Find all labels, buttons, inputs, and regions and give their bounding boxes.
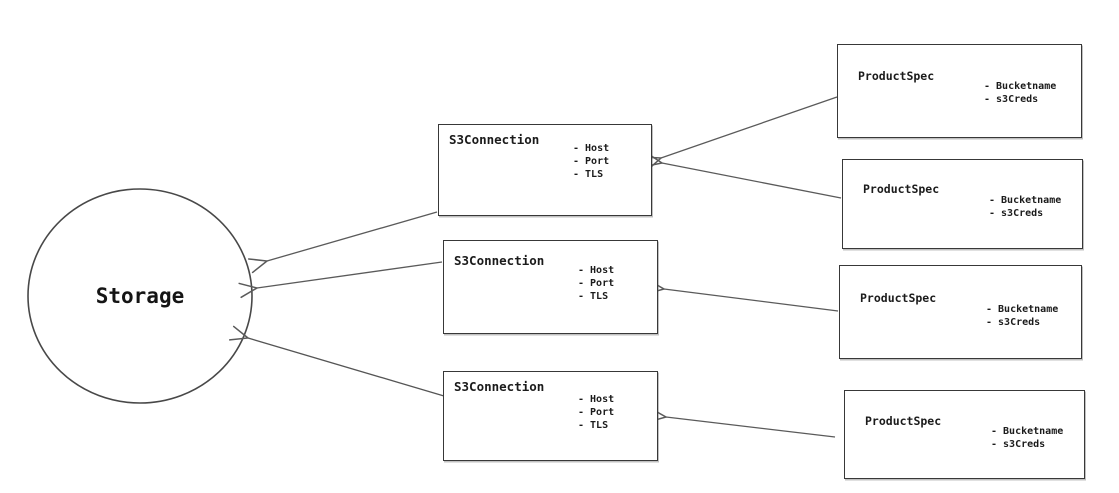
attribute-line: - s3Creds	[986, 317, 1041, 328]
arrow-product-spec-2-to-s3-connection-1[interactable]	[643, 152, 842, 199]
node-attributes: - Host - Port - TLS	[578, 393, 614, 432]
attribute-line: - Bucketname	[986, 304, 1059, 315]
node-attributes: - Host - Port - TLS	[573, 142, 609, 181]
node-product-spec-3[interactable]: ProductSpec - Bucketname - s3Creds	[839, 265, 1082, 359]
arrow-product-spec-1-to-s3-connection-1[interactable]	[641, 96, 838, 171]
attribute-line: - Port	[578, 278, 615, 289]
node-attributes: - Host - Port - TLS	[578, 264, 614, 303]
attribute-line: - Host	[573, 143, 610, 154]
node-title: ProductSpec	[858, 69, 935, 83]
node-product-spec-2[interactable]: ProductSpec - Bucketname - s3Creds	[842, 159, 1083, 249]
node-title: ProductSpec	[865, 414, 942, 428]
node-s3-connection-3[interactable]: S3Connection - Host - Port - TLS	[443, 371, 658, 461]
node-attributes: - Bucketname - s3Creds	[984, 80, 1056, 106]
arrow-s3-connection-2-to-storage[interactable]	[238, 261, 443, 299]
node-attributes: - Bucketname - s3Creds	[986, 303, 1058, 329]
node-title: S3Connection	[454, 379, 545, 394]
node-s3-connection-2[interactable]: S3Connection - Host - Port - TLS	[443, 240, 658, 334]
node-title: ProductSpec	[863, 182, 940, 196]
attribute-line: - TLS	[573, 169, 604, 180]
attribute-line: - Host	[578, 394, 615, 405]
node-title: S3Connection	[449, 132, 540, 147]
arrow-s3-connection-3-to-storage[interactable]	[228, 325, 445, 397]
attribute-line: - Port	[573, 156, 610, 167]
node-attributes: - Bucketname - s3Creds	[989, 194, 1061, 220]
storage-circle[interactable]	[27, 188, 253, 404]
attribute-line: - TLS	[578, 291, 609, 302]
arrow-s3-connection-1-to-storage[interactable]	[247, 211, 438, 274]
node-attributes: - Bucketname - s3Creds	[991, 425, 1063, 451]
node-product-spec-1[interactable]: ProductSpec - Bucketname - s3Creds	[837, 44, 1082, 138]
attribute-line: - s3Creds	[989, 208, 1044, 219]
attribute-line: - Bucketname	[989, 195, 1062, 206]
attribute-line: - Host	[578, 265, 615, 276]
attribute-line: - TLS	[578, 420, 609, 431]
node-s3-connection-1[interactable]: S3Connection - Host - Port - TLS	[438, 124, 652, 216]
attribute-line: - Bucketname	[984, 81, 1057, 92]
attribute-line: - s3Creds	[991, 439, 1046, 450]
attribute-line: - s3Creds	[984, 94, 1039, 105]
arrow-product-spec-4-to-s3-connection-3[interactable]	[647, 407, 836, 438]
attribute-line: - Port	[578, 407, 615, 418]
node-title: S3Connection	[454, 253, 545, 268]
arrow-product-spec-3-to-s3-connection-2[interactable]	[645, 279, 839, 312]
attribute-line: - Bucketname	[991, 426, 1064, 437]
node-product-spec-4[interactable]: ProductSpec - Bucketname - s3Creds	[844, 390, 1085, 479]
node-title: ProductSpec	[860, 291, 937, 305]
